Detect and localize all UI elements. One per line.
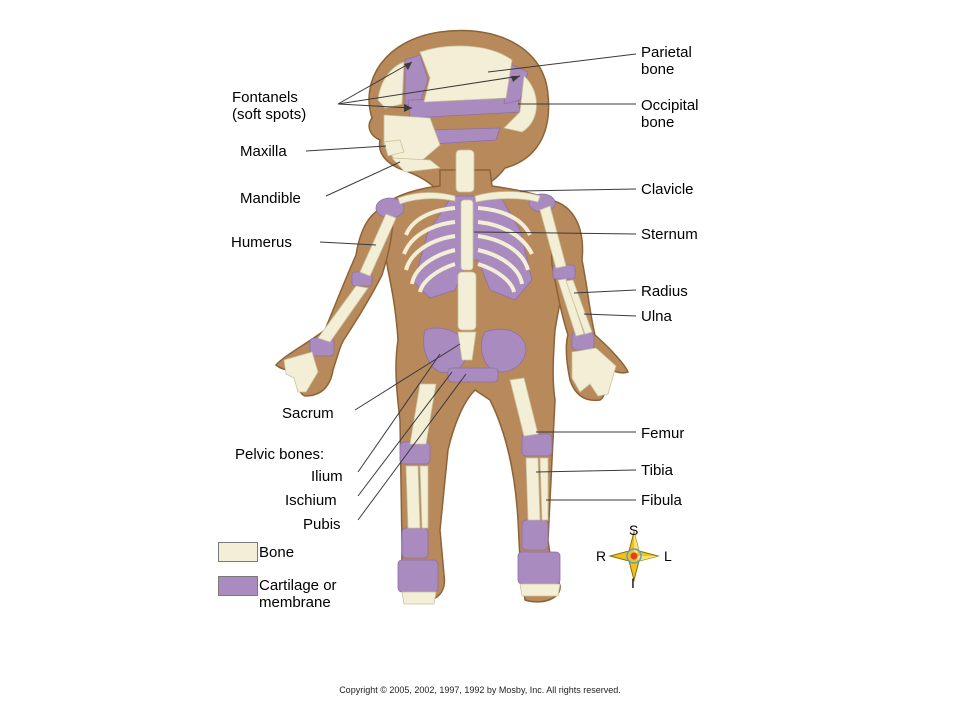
label-maxilla: Maxilla bbox=[240, 143, 287, 160]
label-fibula: Fibula bbox=[641, 492, 682, 509]
sacrum-shape bbox=[457, 331, 477, 361]
fibula-right bbox=[419, 465, 429, 529]
label-occipital-line1: Occipital bbox=[641, 97, 699, 114]
label-occipital-line2: bone bbox=[641, 114, 675, 131]
label-fontanels-line1: Fontanels bbox=[232, 89, 298, 106]
leader-mandible bbox=[325, 161, 401, 197]
radius-left bbox=[557, 278, 585, 337]
mandible-shape bbox=[391, 157, 442, 173]
copyright-notice: Copyright © 2005, 2002, 1997, 1992 by Mo… bbox=[339, 685, 621, 695]
label-clavicle: Clavicle bbox=[641, 181, 694, 198]
compass-left-label: L bbox=[664, 548, 672, 564]
label-humerus: Humerus bbox=[231, 234, 292, 251]
compass-right-label: R bbox=[596, 548, 607, 564]
lumbar-spine bbox=[457, 271, 477, 331]
pubis-cartilage bbox=[447, 367, 499, 383]
leader-ulna bbox=[583, 313, 637, 317]
label-parietal-bone: Parietal bone bbox=[641, 44, 692, 78]
leader-humerus bbox=[319, 241, 377, 246]
maxilla-shape bbox=[383, 139, 405, 157]
leader-parietal bbox=[487, 53, 637, 73]
knee-cartilage-right bbox=[399, 441, 431, 465]
label-ischium: Ischium bbox=[285, 492, 337, 509]
label-sacrum: Sacrum bbox=[282, 405, 334, 422]
label-tibia: Tibia bbox=[641, 462, 673, 479]
humerus-right bbox=[359, 213, 397, 277]
tibia-right bbox=[405, 465, 421, 529]
leader-radius bbox=[573, 289, 637, 294]
fontanel-arrowhead-3 bbox=[404, 104, 412, 112]
legend-cartilage-line1: Cartilage or bbox=[259, 577, 337, 594]
label-ulna: Ulna bbox=[641, 308, 672, 325]
femur-right bbox=[409, 383, 437, 445]
hand-left bbox=[571, 347, 617, 397]
legend-label-bone: Bone bbox=[259, 544, 295, 561]
forearm-right bbox=[317, 285, 369, 343]
parietal-bone-shape bbox=[419, 45, 513, 103]
leader-fontanel-2 bbox=[337, 75, 521, 105]
leader-fontanel-1 bbox=[337, 61, 413, 105]
clavicle-left bbox=[474, 191, 541, 203]
ulna-left bbox=[565, 279, 593, 335]
leader-sacrum bbox=[354, 343, 461, 411]
ribs-right bbox=[402, 206, 456, 293]
compass-inferior-label: I bbox=[631, 575, 635, 591]
foot-cartilage-right bbox=[397, 559, 439, 593]
legend-swatch-cartilage bbox=[218, 576, 258, 596]
label-sternum: Sternum bbox=[641, 226, 698, 243]
legend-swatch-bone bbox=[218, 542, 258, 562]
ankle-cartilage-right bbox=[401, 527, 429, 559]
pelvis-cartilage-left bbox=[481, 328, 527, 373]
sternum-shape bbox=[460, 199, 474, 271]
fibula-left bbox=[539, 457, 549, 521]
hand-right bbox=[283, 351, 319, 393]
leader-tibia bbox=[535, 469, 637, 473]
legend-label-cartilage: Cartilage or membrane bbox=[259, 577, 337, 611]
toes-right bbox=[401, 591, 437, 605]
femur-left bbox=[509, 377, 539, 437]
leader-ischium bbox=[357, 371, 453, 497]
label-fontanels: Fontanels (soft spots) bbox=[232, 89, 306, 123]
fontanel-anterior bbox=[404, 54, 429, 109]
ankle-cartilage-left bbox=[521, 519, 549, 551]
label-radius: Radius bbox=[641, 283, 688, 300]
label-pelvic-bones: Pelvic bones: bbox=[235, 446, 325, 463]
label-mandible: Mandible bbox=[240, 190, 301, 207]
leader-clavicle bbox=[519, 188, 637, 192]
foot-cartilage-left bbox=[517, 551, 561, 585]
label-fontanels-line2: (soft spots) bbox=[232, 106, 307, 123]
leader-fontanel-3 bbox=[337, 103, 413, 109]
label-femur: Femur bbox=[641, 425, 685, 442]
label-pubis: Pubis bbox=[303, 516, 341, 533]
leader-lines bbox=[305, 53, 637, 521]
leader-ilium bbox=[357, 353, 441, 473]
bones bbox=[283, 45, 617, 605]
humerus-left bbox=[539, 205, 567, 269]
occipital-bone-shape bbox=[503, 75, 537, 133]
fontanel-arrowhead-1 bbox=[404, 62, 412, 70]
knee-cartilage-left bbox=[521, 433, 553, 457]
leader-maxilla bbox=[305, 145, 387, 152]
label-occipital-bone: Occipital bone bbox=[641, 97, 699, 131]
fontanel-arrowhead-2 bbox=[511, 76, 520, 82]
cervical-spine bbox=[455, 149, 475, 193]
ribs-left bbox=[477, 206, 534, 293]
compass-superior-label: S bbox=[629, 522, 639, 538]
label-ilium: Ilium bbox=[311, 468, 343, 485]
tibia-left bbox=[525, 457, 541, 521]
clavicle-right bbox=[397, 192, 456, 205]
compass-star-icon bbox=[608, 530, 660, 582]
leader-pubis bbox=[357, 373, 467, 521]
label-parietal-line2: bone bbox=[641, 61, 675, 78]
legend-cartilage-line2: membrane bbox=[259, 594, 331, 611]
toes-left bbox=[519, 583, 561, 597]
leader-sternum bbox=[473, 231, 637, 235]
label-parietal-line1: Parietal bbox=[641, 44, 692, 61]
